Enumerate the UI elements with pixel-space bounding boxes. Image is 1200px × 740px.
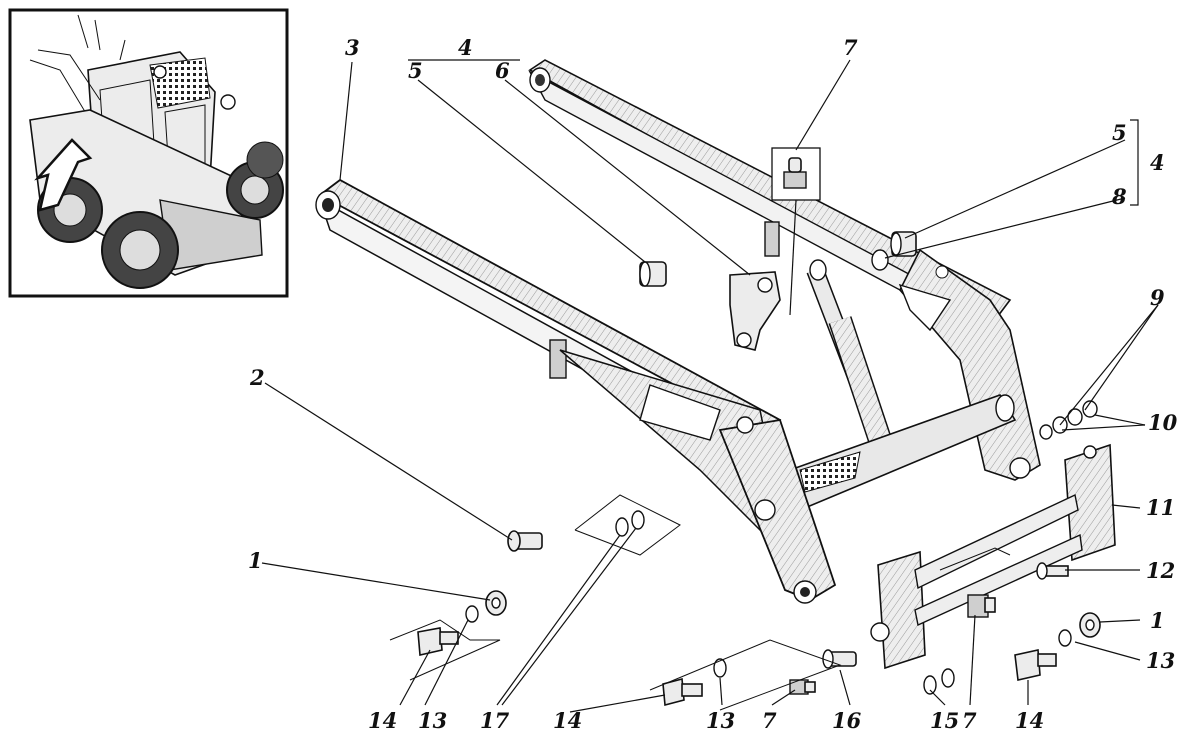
quick-attach-frame — [870, 443, 1116, 670]
callout-3: 3 — [345, 35, 360, 60]
bushing-8 — [871, 249, 889, 271]
callout-1-left: 1 — [248, 548, 263, 573]
callout-2: 2 — [249, 365, 265, 390]
link-6 — [729, 271, 781, 351]
bushing-5-left — [639, 261, 667, 287]
callout-4-top: 4 — [458, 35, 473, 60]
callout-14-left: 14 — [368, 708, 397, 733]
callout-14-mid: 14 — [553, 708, 582, 733]
callout-9: 9 — [1150, 285, 1165, 310]
callout-8: 8 — [1111, 184, 1127, 209]
callout-14-right: 14 — [1015, 708, 1044, 733]
bottom-mid-fasteners — [649, 639, 857, 711]
lift-cylinder — [806, 259, 892, 444]
callout-1-right: 1 — [1150, 608, 1165, 633]
left-fastener-set — [389, 590, 507, 681]
callout-7-bottom-right: 7 — [962, 708, 977, 733]
callout-11: 11 — [1146, 495, 1175, 520]
leader-lines — [261, 59, 1159, 713]
bushing-5-right — [890, 231, 917, 257]
callout-4-right: 4 — [1150, 150, 1165, 175]
callout-13-right: 13 — [1146, 648, 1175, 673]
callout-7-bottom-mid: 7 — [762, 708, 777, 733]
callout-5-top: 5 — [408, 58, 423, 83]
location-arrow-icon — [34, 138, 93, 212]
pin-2 — [507, 530, 543, 552]
callout-17: 17 — [480, 708, 510, 733]
callout-10: 10 — [1148, 410, 1178, 435]
grease-fitting-top — [771, 147, 821, 201]
bottom-right-fasteners — [923, 594, 1101, 695]
callout-5-right: 5 — [1112, 120, 1127, 145]
callout-13-left: 13 — [418, 708, 447, 733]
front-boom-arm — [315, 178, 837, 604]
callout-7-top: 7 — [843, 35, 858, 60]
callout-13-mid: 13 — [706, 708, 735, 733]
washers-9-10 — [1039, 400, 1098, 440]
callout-16: 16 — [832, 708, 862, 733]
machine-inset — [8, 8, 289, 298]
callout-6: 6 — [495, 58, 510, 83]
snap-rings-17 — [574, 494, 681, 556]
callout-15: 15 — [930, 708, 959, 733]
callout-labels: 3 4 5 6 7 5 4 8 9 10 11 12 1 13 2 1 14 1… — [248, 35, 1178, 733]
pin-12 — [1036, 562, 1069, 580]
callout-12: 12 — [1146, 558, 1175, 583]
